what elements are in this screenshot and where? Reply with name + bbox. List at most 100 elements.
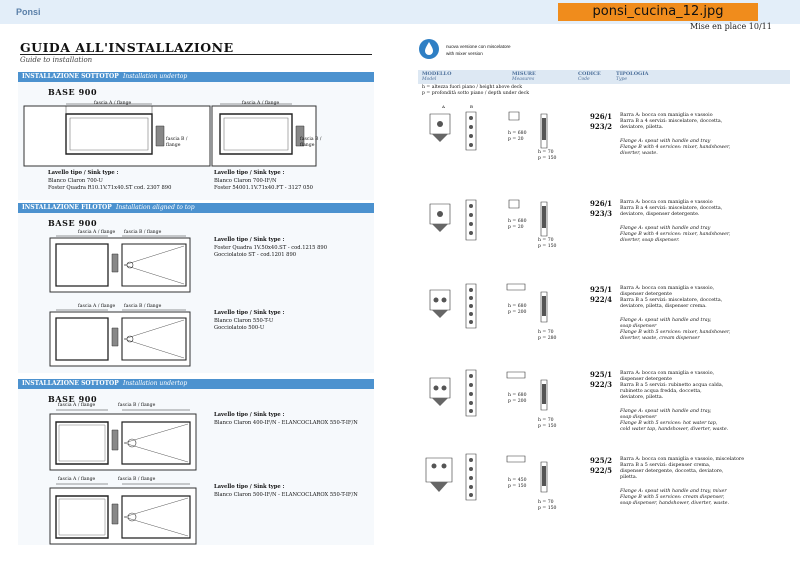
dim-flange-b-3a: fascia B / flange xyxy=(118,403,156,408)
dim-p-4a: p = 200 xyxy=(508,399,527,404)
countertop-diagram-1b xyxy=(210,96,320,170)
faucet-plan-5 xyxy=(416,452,496,502)
dim-flange-a-1a: fascia A / flange xyxy=(94,101,132,106)
dim-p-2a: p = 20 xyxy=(508,225,524,230)
faucet-plan-4 xyxy=(416,368,496,418)
desc-it-2-1: Barra B a 4 servizi: miscelatore, doccet… xyxy=(620,206,723,211)
desc-en-3-0: Flange A: spout with handle and tray, xyxy=(620,318,712,323)
column-measures-en: Measures xyxy=(512,77,535,82)
desc-it-4-3: rubinetto acqua fredda, doccetta, xyxy=(620,389,702,394)
desc-it-4-1: dispenser detergente xyxy=(620,377,672,382)
product-code-1a: 926/1 xyxy=(589,112,612,121)
dim-flange-a-2a: fascia A / flange xyxy=(78,230,116,235)
brand-name: Ponsi xyxy=(16,7,41,17)
svg-text:A: A xyxy=(441,104,445,109)
column-code-en: Code xyxy=(578,77,590,82)
sink-model-2a-line2: Gocciolatoio ST - cod.1201 890 xyxy=(214,252,297,258)
desc-it-1-0: Barra A: bocca con maniglia e vassoio xyxy=(620,113,713,118)
desc-en-4-0: Flange A: spout with handle and tray, xyxy=(620,409,712,414)
desc-en-2-2: diverter, soap dispenser. xyxy=(620,238,680,243)
faucet-plan-3 xyxy=(416,282,496,330)
dim-p-4b: p = 150 xyxy=(538,424,557,429)
base-label-1: BASE 900 xyxy=(48,87,98,97)
dim-flange-b-3b: fascia B / flange xyxy=(118,477,156,482)
dim-h-3b: h = 70 xyxy=(538,330,554,335)
svg-text:B: B xyxy=(470,104,473,109)
product-code-4b: 922/3 xyxy=(589,380,612,389)
base-label-2: BASE 900 xyxy=(48,218,98,228)
sink-type-label-2a: Lavello tipo / Sink type : xyxy=(214,237,285,243)
desc-it-5-3: piletta. xyxy=(620,475,638,480)
dim-p-1a: p = 20 xyxy=(508,137,524,142)
dim-h-2b: h = 70 xyxy=(538,238,554,243)
desc-en-1-1: Flange B with 4 services: mixer, handsho… xyxy=(620,145,731,150)
product-code-5a: 925/2 xyxy=(589,456,612,465)
dim-p-3b: p = 280 xyxy=(538,336,557,341)
file-name-label: ponsi_cucina_12.jpg xyxy=(558,3,758,21)
desc-en-4-1: soap dispenser xyxy=(620,415,657,420)
dim-p-5b: p = 150 xyxy=(538,506,557,511)
faucet-plan-2 xyxy=(416,196,496,244)
water-drop-icon xyxy=(419,39,439,59)
faucet-plan-1: A B xyxy=(416,104,496,152)
desc-it-1-2: deviatore, piletta. xyxy=(620,125,664,130)
section-bar-filotop: INSTALLAZIONE FILOTOP Installation align… xyxy=(18,203,374,213)
dim-h-5b: h = 70 xyxy=(538,500,554,505)
desc-it-3-3: deviatore, piletta, dispenser crema. xyxy=(620,304,707,309)
column-model: MODELLO xyxy=(422,71,452,77)
dim-flange-b-1b: fascia B / flange xyxy=(300,137,322,148)
dim-h-1a: h = 680 xyxy=(508,131,527,136)
dim-p-5a: p = 150 xyxy=(508,484,527,489)
dim-p-2b: p = 150 xyxy=(538,244,557,249)
desc-en-5-1: Flange B with 5 services: cream dispense… xyxy=(620,495,725,500)
dim-flange-a-3b: fascia A / flange xyxy=(58,477,96,482)
dim-flange-a-2b: fascia A / flange xyxy=(78,304,116,309)
section-bar-sottotop-2: INSTALLAZIONE SOTTOTOP Installation unde… xyxy=(18,379,374,389)
desc-it-3-0: Barra A: bocca con maniglia e vassoio, xyxy=(620,286,715,291)
table-header-band xyxy=(418,70,790,84)
product-code-1b: 923/2 xyxy=(589,122,612,131)
desc-it-4-0: Barra A: bocca con maniglia e vassoio, xyxy=(620,371,715,376)
desc-it-3-2: Barra B a 5 servizi: miscelatore, doccet… xyxy=(620,298,723,303)
dim-p-3a: p = 200 xyxy=(508,310,527,315)
column-type-en: Type xyxy=(616,77,628,82)
sink-type-label-3b: Lavello tipo / Sink type : xyxy=(214,484,285,490)
countertop-diagram-2a xyxy=(48,232,192,294)
desc-en-2-1: Flange B with 4 services: mixer, handsho… xyxy=(620,232,731,237)
legend-text-en: with mixer version xyxy=(446,51,483,56)
page-title: GUIDA ALL'INSTALLAZIONE xyxy=(20,40,234,55)
sink-type-label-1b: Lavello tipo / Sink type : xyxy=(214,170,285,176)
desc-it-5-2: dispenser detergente, doccetta, deviator… xyxy=(620,469,724,474)
sink-model-3b-line1: Blanco Claron 500-IF/N - ELANCOCLAROX 55… xyxy=(214,492,358,498)
desc-en-2-0: Flange A: spout with handle and tray xyxy=(620,226,711,231)
column-measures: MISURE xyxy=(512,71,536,77)
sink-model-1b-line1: Blanco Claron 700-IF/N xyxy=(214,178,277,184)
section-bar-sottotop-1: INSTALLAZIONE SOTTOTOP Installation unde… xyxy=(18,72,374,82)
column-code: CODICE xyxy=(578,71,601,77)
measure-drawing-1 xyxy=(505,110,575,160)
dim-flange-a-1b: fascia A / flange xyxy=(242,101,280,106)
product-code-2b: 923/3 xyxy=(589,209,612,218)
product-code-4a: 925/1 xyxy=(589,370,612,379)
legend-text-it: nuova versione con miscelatore xyxy=(446,44,511,49)
desc-en-1-2: diverter, waste. xyxy=(620,151,658,156)
desc-it-4-2: Barra B a 5 servizi: rubinetto acqua cal… xyxy=(620,383,724,388)
note-depth: p = profondità sotto piano / depth under… xyxy=(422,91,529,96)
measure-drawing-4 xyxy=(505,370,575,422)
measure-drawing-3 xyxy=(505,282,575,332)
note-height: h = altezza fuori piano / height above d… xyxy=(422,85,523,90)
desc-en-1-0: Flange A: spout with handle and tray xyxy=(620,139,711,144)
base-label-3: BASE 900 xyxy=(48,394,98,404)
dim-flange-a-3a: fascia A / flange xyxy=(58,403,96,408)
sink-model-1a-line1: Blanco Claron 700-U xyxy=(48,178,103,184)
desc-en-5-2: soap dispenser, handshower, diverter, wa… xyxy=(620,501,730,506)
desc-en-3-2: Flange B with 5 services: mixer, handsho… xyxy=(620,330,731,335)
desc-en-4-3: cold water tap, handshower, diverter, wa… xyxy=(620,427,729,432)
product-code-2a: 926/1 xyxy=(589,199,612,208)
sink-model-2b-line1: Blanco Claron 550-T-U xyxy=(214,318,274,324)
sink-model-1a-line2: Foster Quadra R10.1V.71x40.ST cod. 2307 … xyxy=(48,185,172,191)
dim-h-4b: h = 70 xyxy=(538,418,554,423)
desc-it-5-0: Barra A: bocca con maniglia e vassoio, m… xyxy=(620,457,745,462)
desc-it-3-1: dispenser detergente xyxy=(620,292,672,297)
desc-it-2-2: deviatore, dispenser detergente. xyxy=(620,212,700,217)
